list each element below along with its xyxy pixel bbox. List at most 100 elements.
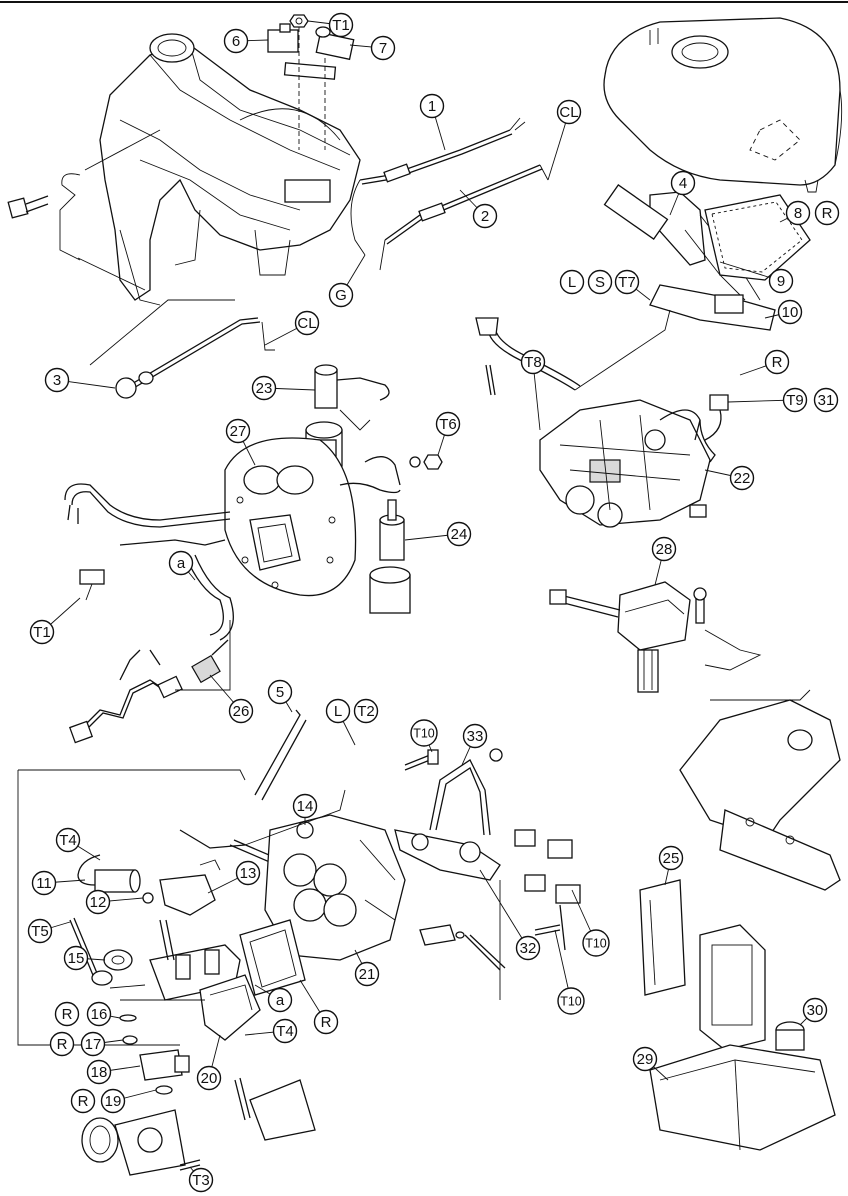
callout-label: 30 [807,1002,824,1019]
callout-label: 12 [90,894,107,911]
fuel-pump-plate-27 [224,437,357,597]
callout-a-tb: a [267,987,293,1013]
callout-label: 29 [637,1051,654,1068]
spacers-t10 [514,829,581,951]
frame-bolt [7,195,49,219]
intake-joint-20 [199,974,261,1041]
callout-t9: T9 [782,387,808,413]
oring-19 [155,1085,173,1095]
adjuster-screw [419,924,506,971]
callout-label: T4 [59,832,77,849]
callout-label: 15 [68,950,85,967]
callout-label: G [335,287,347,304]
callout-t1-top: T1 [328,12,354,38]
callout-c-8: 8 [785,200,811,226]
callout-label: 6 [232,33,240,50]
callout-label: T2 [357,703,375,720]
injector-18 [139,1049,190,1081]
callout-label: 7 [379,40,387,57]
callout-t6: T6 [435,411,461,437]
callout-label: 5 [276,684,284,701]
battery-cover-25 [639,879,686,996]
callout-label: 24 [451,526,468,543]
callout-label: 21 [359,966,376,983]
callout-t1-left: T1 [29,619,55,645]
callout-c-16: 16 [86,1001,112,1027]
throttle-link-32 [394,829,501,881]
callout-label: 8 [794,205,802,222]
callout-label: 20 [201,1070,218,1087]
callout-label: 25 [663,850,680,867]
callout-c-29: 29 [632,1046,658,1072]
callout-c-12: 12 [85,889,111,915]
callout-r-tank: R [764,349,790,375]
callout-label: T5 [31,923,49,940]
callout-label: CL [559,104,578,121]
callout-c-14: 14 [292,793,318,819]
callout-c-31: 31 [813,387,839,413]
screw-t10-a [404,749,439,771]
callout-label: 28 [656,541,673,558]
callout-label: R [772,354,783,371]
callout-c-20: 20 [196,1065,222,1091]
callout-c-1: 1 [419,93,445,119]
t3-bracket-bottom [81,1077,316,1176]
callout-label: T7 [618,274,636,291]
callout-c-15: 15 [63,945,89,971]
throttle-cable-1 [359,117,526,185]
callout-label: CL [297,315,316,332]
choke-cable-3 [115,317,261,399]
fitting-13 [159,859,221,916]
callout-c-23: 23 [251,375,277,401]
callout-label: 10 [782,304,799,321]
callout-label: T10 [560,995,582,1009]
frame-pipe [59,173,81,261]
callout-t3: T3 [188,1167,214,1193]
callout-c-26: 26 [228,698,254,724]
callout-c-28: 28 [651,536,677,562]
callout-label: 3 [53,372,61,389]
callout-c-9: 9 [768,268,794,294]
callout-c-4: 4 [670,170,696,196]
callout-c-32: 32 [515,935,541,961]
callout-c-6: 6 [223,28,249,54]
callout-label: 11 [36,875,52,892]
motorcycle-frame [99,33,361,306]
battery-holder [699,924,766,1051]
callout-label: 33 [467,728,484,745]
wire-harness-26 [68,639,229,744]
callout-label: R [78,1093,89,1110]
callout-label: R [321,1014,332,1031]
callout-s-top: S [587,269,613,295]
idle-hose [77,829,246,886]
callout-c-11: 11 [31,870,57,896]
callout-label: 1 [428,98,436,115]
callout-label: 4 [679,175,687,192]
callout-label: 13 [240,865,257,882]
battery-tray-29 [649,1044,836,1151]
callout-label: T6 [439,416,457,433]
callout-label: 26 [233,703,250,720]
callout-r-16: R [54,1001,80,1027]
callout-label: 23 [256,380,273,397]
fuel-tank [603,17,843,193]
callout-label: R [822,205,833,222]
callout-label: S [595,274,605,291]
callout-c-13: 13 [235,860,261,886]
callout-cl-mid: CL [294,310,320,336]
callout-label: T1 [33,624,51,641]
callout-label: a [177,555,186,572]
callout-label: L [334,703,342,720]
callout-t8: T8 [520,349,546,375]
callout-c-18: 18 [86,1059,112,1085]
callout-label: 19 [105,1093,122,1110]
tank-gasket-8 [704,194,811,281]
callout-label: T4 [276,1023,294,1040]
sensor-6 [267,23,299,53]
callout-t10-a: T10 [410,719,438,747]
callout-label: 32 [520,940,537,957]
throttle-body-assembly-22 [539,399,711,528]
callout-c-33: 33 [462,723,488,749]
hose-assembly-left [64,483,234,641]
